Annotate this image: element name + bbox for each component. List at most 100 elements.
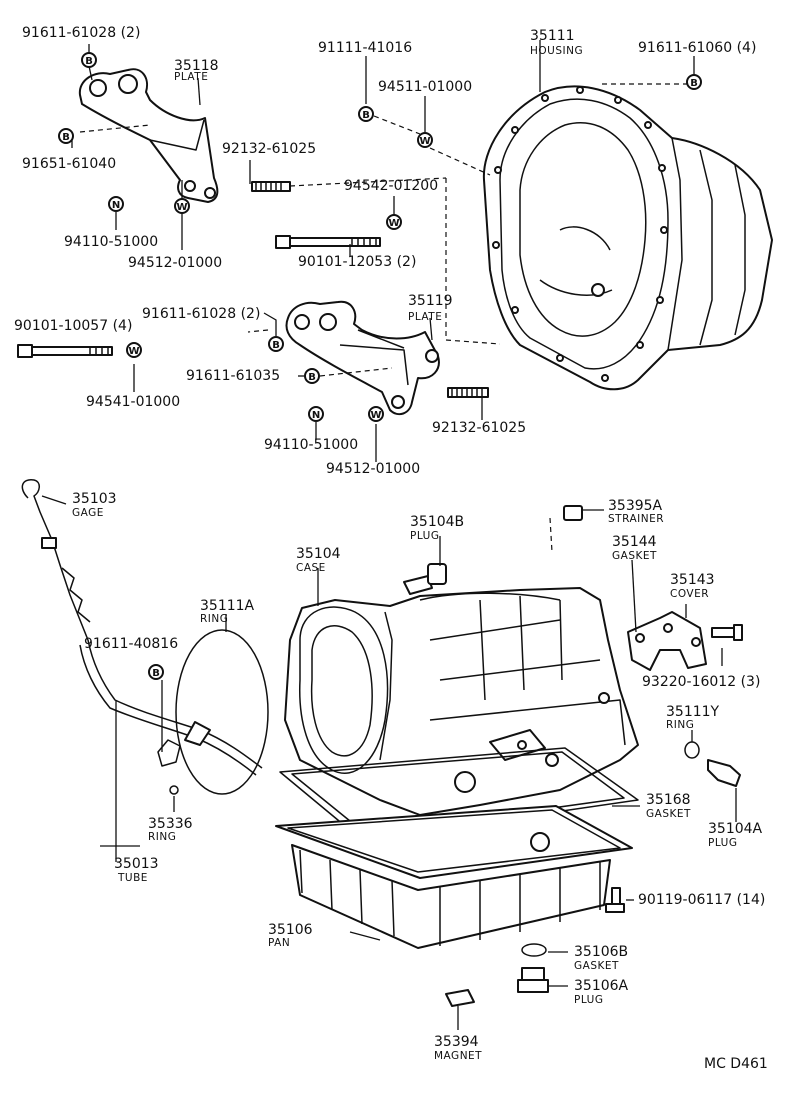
label-35106a: 35106A: [574, 978, 629, 994]
svg-text:W: W: [388, 218, 399, 229]
marker-n: N: [108, 196, 124, 212]
svg-text:B: B: [85, 56, 93, 67]
label-91651-61040: 91651-61040: [22, 156, 116, 172]
label-35106b-name: GASKET: [574, 960, 619, 972]
label-35106-name: PAN: [268, 937, 290, 949]
marker-b: B: [686, 74, 702, 90]
marker-w: W: [386, 214, 402, 230]
label-35144-name: GASKET: [612, 550, 657, 562]
label-35111a-name: RING: [200, 613, 228, 625]
label-35118-name: PLATE: [174, 71, 208, 83]
label-94512-01000-top: 94512-01000: [128, 255, 222, 271]
label-35394: 35394: [434, 1034, 479, 1050]
label-35104b: 35104B: [410, 514, 464, 530]
svg-text:W: W: [419, 136, 430, 147]
label-91611-61035: 91611-61035: [186, 368, 280, 384]
gasket-35168-drawing: [279, 747, 639, 841]
marker-n: N: [308, 406, 324, 422]
diagram-reference-code: MC D461: [704, 1056, 768, 1072]
part-labels: 91611-61028 (2) 35118 PLATE 91651-61040 …: [14, 25, 768, 1072]
label-35111: 35111: [530, 28, 575, 44]
label-35119: 35119: [408, 293, 453, 309]
label-35104b-name: PLUG: [410, 530, 439, 542]
svg-text:B: B: [308, 372, 316, 383]
label-35106: 35106: [268, 922, 313, 938]
label-90101-12053: 90101-12053 (2): [298, 254, 416, 270]
svg-text:N: N: [312, 410, 320, 421]
label-35395a-name: STRAINER: [608, 513, 664, 525]
label-35111-name: HOUSING: [530, 45, 583, 57]
plate-35118-drawing: [78, 68, 219, 203]
label-35104-name: CASE: [296, 562, 326, 574]
plate-35119-drawing: [285, 300, 440, 416]
marker-b: B: [268, 336, 284, 352]
label-92132-61025-mid: 92132-61025: [432, 420, 526, 436]
gage-35103-drawing: [21, 479, 91, 641]
label-91611-61028-top: 91611-61028 (2): [22, 25, 140, 41]
tube-35013-drawing: [79, 639, 263, 776]
label-35013: 35013: [114, 856, 159, 872]
svg-text:W: W: [370, 410, 381, 421]
label-93220-16012: 93220-16012 (3): [642, 674, 760, 690]
marker-b: B: [58, 128, 74, 144]
label-35111y-name: RING: [666, 719, 694, 731]
marker-circles: B B N W B W B W B W B N W B: [58, 52, 702, 680]
leader-lines: [41, 40, 737, 1030]
label-35104: 35104: [296, 546, 341, 562]
label-35168-name: GASKET: [646, 808, 691, 820]
label-94110-51000-mid: 94110-51000: [264, 437, 358, 453]
label-35118: 35118: [174, 58, 219, 74]
label-91611-40816: 91611-40816: [84, 636, 178, 652]
label-94110-51000-top: 94110-51000: [64, 234, 158, 250]
ring-35111a-drawing: [175, 629, 269, 795]
marker-w: W: [126, 342, 142, 358]
label-92132-61025-top: 92132-61025: [222, 141, 316, 157]
svg-text:N: N: [112, 200, 120, 211]
label-35336-name: RING: [148, 831, 176, 843]
label-91111-41016: 91111-41016: [318, 40, 412, 56]
label-35103-name: GAGE: [72, 507, 104, 519]
label-35013-name: TUBE: [117, 872, 148, 884]
label-35394-name: MAGNET: [434, 1050, 482, 1062]
label-94511-01000: 94511-01000: [378, 79, 472, 95]
marker-b: B: [304, 368, 320, 384]
label-35103: 35103: [72, 491, 117, 507]
label-35144: 35144: [612, 534, 657, 550]
label-35395a: 35395A: [608, 498, 663, 514]
svg-text:B: B: [62, 132, 70, 143]
label-35104a-name: PLUG: [708, 837, 737, 849]
svg-text:W: W: [128, 346, 139, 357]
pan-35106-drawing: [275, 805, 633, 949]
label-35143-name: COVER: [670, 588, 709, 600]
label-91611-61028-mid: 91611-61028 (2): [142, 306, 260, 322]
label-35119-name: PLATE: [408, 311, 442, 323]
label-35104a: 35104A: [708, 821, 763, 837]
label-91611-61060: 91611-61060 (4): [638, 40, 756, 56]
label-90119-06117: 90119-06117 (14): [638, 892, 765, 908]
bolts-drawing: [17, 181, 489, 398]
marker-b: B: [358, 106, 374, 122]
label-94512-01000-mid: 94512-01000: [326, 461, 420, 477]
label-94542-01200: 94542-01200: [344, 178, 438, 194]
svg-text:B: B: [362, 110, 370, 121]
housing-35111-drawing: [482, 85, 773, 391]
label-35336: 35336: [148, 816, 193, 832]
svg-text:B: B: [690, 78, 698, 89]
marker-w: W: [174, 198, 190, 214]
svg-text:B: B: [152, 668, 160, 679]
case-35104-drawing: [284, 587, 639, 816]
label-90101-10057: 90101-10057 (4): [14, 318, 132, 334]
svg-text:W: W: [176, 202, 187, 213]
label-35106b: 35106B: [574, 944, 628, 960]
label-35111y: 35111Y: [666, 704, 720, 720]
label-35168: 35168: [646, 792, 691, 808]
marker-w: W: [417, 132, 433, 148]
label-35143: 35143: [670, 572, 715, 588]
marker-b: B: [81, 52, 97, 68]
small-parts-drawing: [169, 505, 743, 1007]
marker-b: B: [148, 664, 164, 680]
label-35111a: 35111A: [200, 598, 255, 614]
label-94541-01000: 94541-01000: [86, 394, 180, 410]
label-35106a-name: PLUG: [574, 994, 603, 1006]
